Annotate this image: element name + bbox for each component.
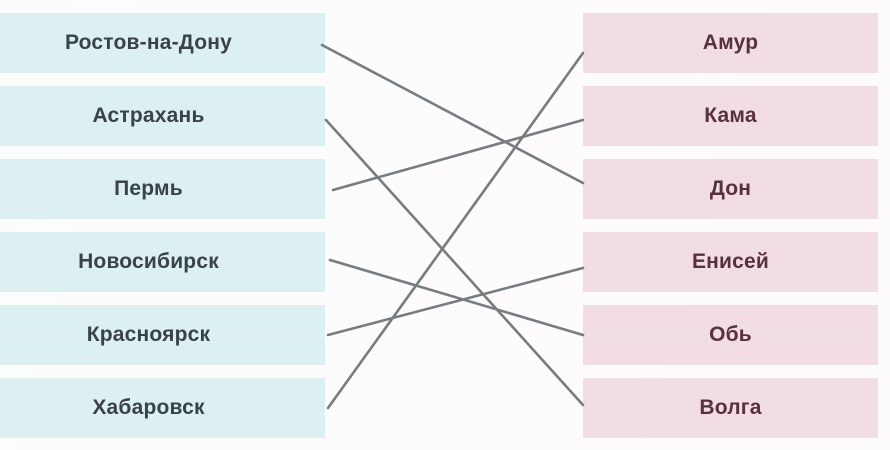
connection-line[interactable] (326, 51, 585, 410)
list-item[interactable]: Кама (583, 86, 878, 146)
river-label: Дон (709, 177, 752, 200)
city-label: Красноярск (86, 323, 211, 346)
list-item[interactable]: Амур (583, 13, 878, 73)
river-label: Енисей (691, 250, 770, 273)
rivers-column: Амур Кама Дон Енисей Обь Волга (583, 0, 878, 450)
list-item[interactable]: Астрахань (0, 86, 325, 146)
list-item[interactable]: Красноярск (0, 305, 325, 365)
list-item[interactable]: Енисей (583, 232, 878, 292)
list-item[interactable]: Обь (583, 305, 878, 365)
city-label: Хабаровск (92, 396, 205, 419)
connection-line[interactable] (328, 258, 585, 337)
city-label: Пермь (114, 177, 183, 200)
connection-line[interactable] (320, 43, 585, 185)
river-label: Обь (709, 323, 752, 346)
city-label: Новосибирск (78, 250, 219, 273)
list-item[interactable]: Хабаровск (0, 378, 325, 438)
list-item[interactable]: Ростов-на-Дону (0, 13, 325, 73)
connection-line[interactable] (326, 266, 585, 337)
city-label: Ростов-на-Дону (64, 31, 233, 54)
connection-line[interactable] (324, 118, 585, 407)
list-item[interactable]: Новосибирск (0, 232, 325, 292)
connection-line[interactable] (331, 118, 585, 192)
river-label: Волга (699, 396, 762, 419)
city-label: Астрахань (92, 104, 205, 127)
river-label: Амур (702, 31, 759, 54)
list-item[interactable]: Дон (583, 159, 878, 219)
cities-column: Ростов-на-Дону Астрахань Пермь Новосибир… (0, 0, 325, 450)
river-label: Кама (704, 104, 757, 127)
list-item[interactable]: Пермь (0, 159, 325, 219)
list-item[interactable]: Волга (583, 378, 878, 438)
